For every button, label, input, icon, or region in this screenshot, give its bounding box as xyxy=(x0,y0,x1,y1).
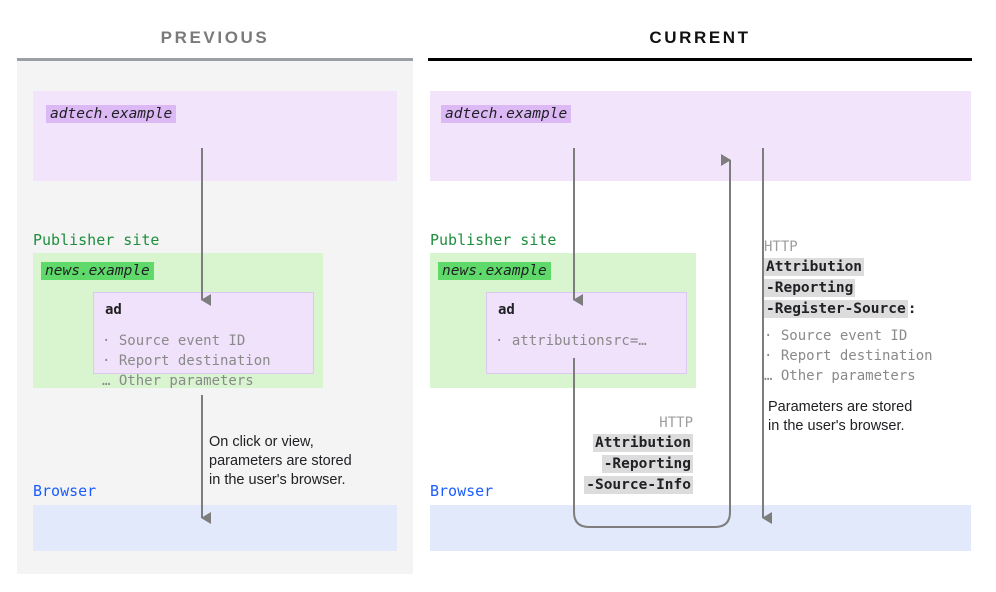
response-header-line-2: -Reporting xyxy=(764,279,856,297)
publisher-domain-chip-previous: news.example xyxy=(41,262,154,280)
storage-note-current: Parameters are stored in the user's brow… xyxy=(768,399,913,434)
request-header-line-3: -Source-Info xyxy=(548,476,693,494)
response-header-colon: : xyxy=(907,301,917,317)
adtech-domain-chip-current: adtech.example xyxy=(441,105,572,123)
browser-region-previous xyxy=(33,505,397,551)
publisher-site-label-current: Publisher site xyxy=(430,231,557,249)
response-header-line-1-text: Attribution xyxy=(764,258,865,276)
response-header-line-3: -Register-Source: xyxy=(764,300,917,318)
adtech-domain-chip-previous: adtech.example xyxy=(46,105,177,123)
ad-label-previous: ad xyxy=(105,302,122,318)
ad-parameter-list-previous: · Source event ID · Report destination …… xyxy=(102,333,271,389)
response-header-line-1: Attribution xyxy=(764,258,865,276)
request-header-line-2: -Reporting xyxy=(548,455,693,473)
request-header-line-1-text: Attribution xyxy=(592,434,693,452)
panel-title-previous: PREVIOUS xyxy=(160,28,270,47)
response-header-line-3-text: -Register-Source xyxy=(764,300,908,318)
panel-current: adtech.example Publisher site news.examp… xyxy=(428,58,972,574)
publisher-domain-chip-current: news.example xyxy=(438,262,551,280)
panel-title-current: CURRENT xyxy=(649,28,751,47)
request-header-line-3-text: -Source-Info xyxy=(584,476,693,494)
ad-label-current: ad xyxy=(498,302,515,318)
browser-label-current: Browser xyxy=(430,482,494,500)
request-header-line-1: Attribution xyxy=(548,434,693,452)
ad-parameter-list-current: · attributionsrc=… xyxy=(495,333,647,349)
browser-region-current xyxy=(430,505,971,551)
response-header-line-2-text: -Reporting xyxy=(764,279,856,297)
flow-note-previous: On click or view, parameters are stored … xyxy=(209,434,352,488)
response-parameter-list: · Source event ID · Report destination …… xyxy=(764,328,933,384)
publisher-site-label-previous: Publisher site xyxy=(33,231,160,249)
panel-previous: adtech.example Publisher site news.examp… xyxy=(17,58,413,574)
request-http-protocol-label: HTTP xyxy=(659,415,693,431)
request-header-line-2-text: -Reporting xyxy=(601,455,693,473)
browser-label-previous: Browser xyxy=(33,482,97,500)
response-http-protocol-label: HTTP xyxy=(764,239,798,255)
